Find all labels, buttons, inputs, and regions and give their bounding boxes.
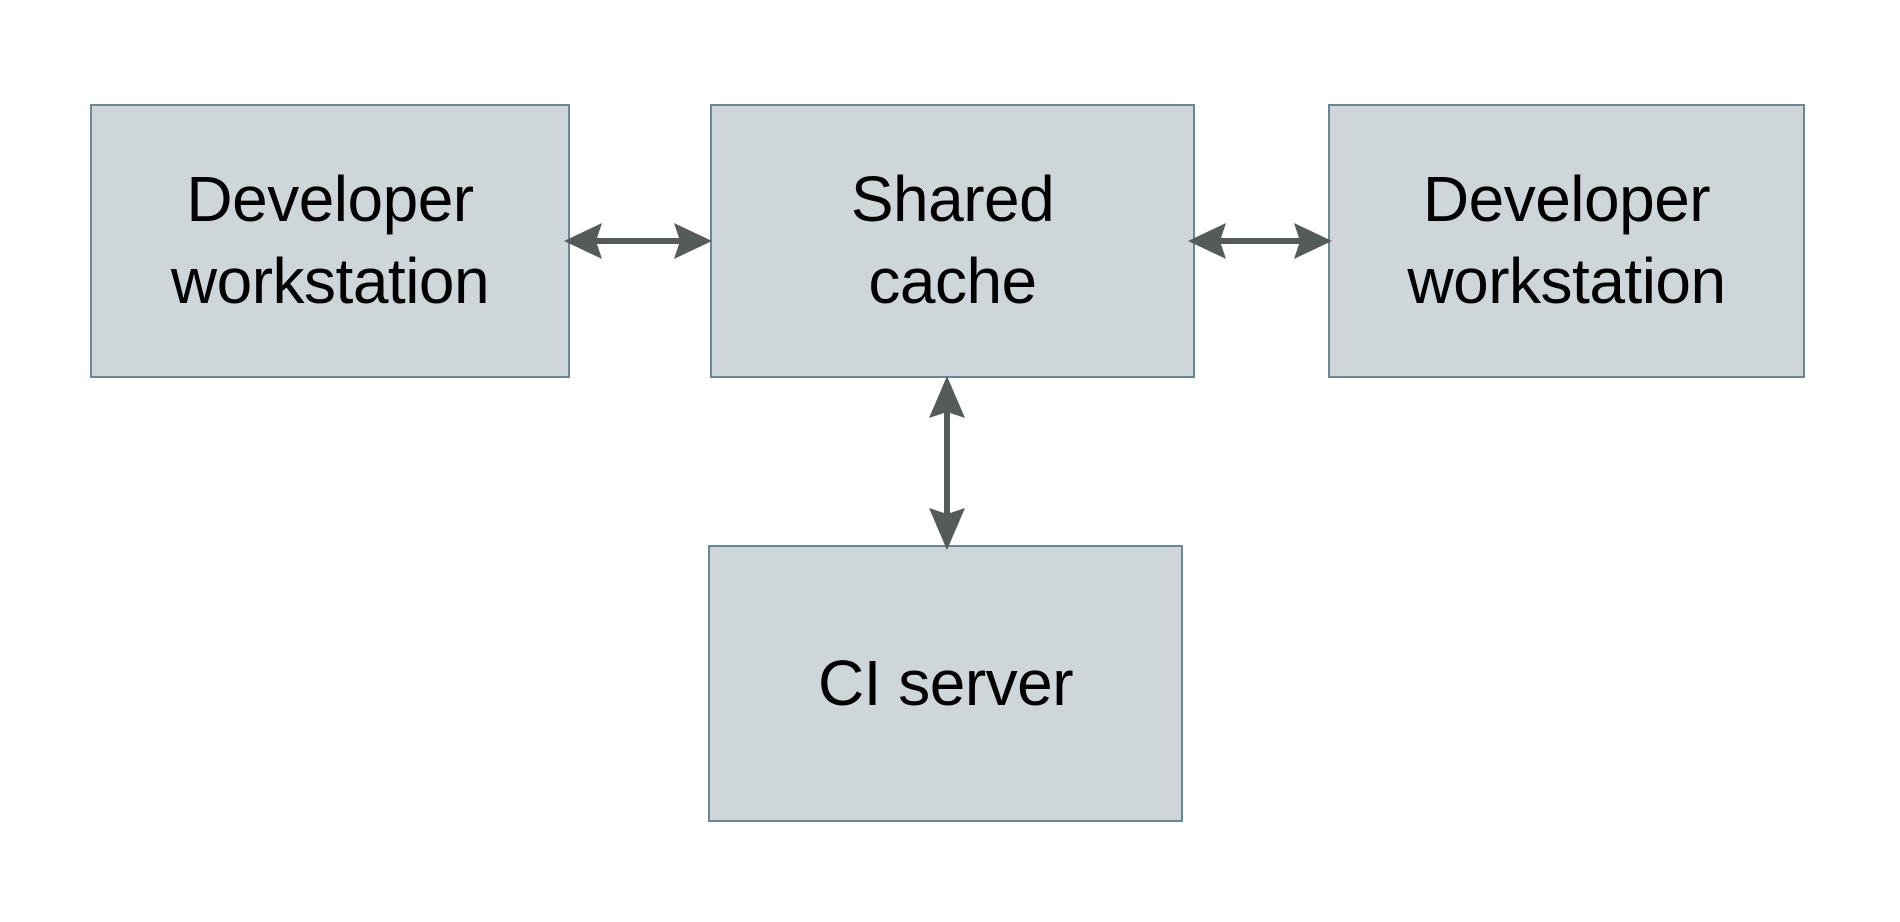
node-label-developer-workstation-left: Developer workstation xyxy=(170,163,490,317)
arrowhead-up-icon xyxy=(929,376,965,418)
connector-shared-cache-to-dev-right[interactable] xyxy=(1186,212,1334,270)
node-label-developer-workstation-right: Developer workstation xyxy=(1407,163,1726,317)
node-developer-workstation-left[interactable]: Developer workstation xyxy=(90,104,570,378)
connector-dev-left-to-shared-cache[interactable] xyxy=(562,212,714,270)
connector-shared-cache-to-ci-server[interactable] xyxy=(916,372,978,552)
node-shared-cache[interactable]: Shared cache xyxy=(710,104,1195,378)
node-developer-workstation-right[interactable]: Developer workstation xyxy=(1328,104,1805,378)
node-label-ci-server: CI server xyxy=(817,646,1074,719)
node-label-shared-cache: Shared cache xyxy=(850,163,1055,317)
node-ci-server[interactable]: CI server xyxy=(708,545,1183,822)
arrowhead-right-icon xyxy=(1294,223,1332,259)
arrowhead-down-icon xyxy=(929,508,965,550)
arrowhead-right-icon xyxy=(674,223,712,259)
